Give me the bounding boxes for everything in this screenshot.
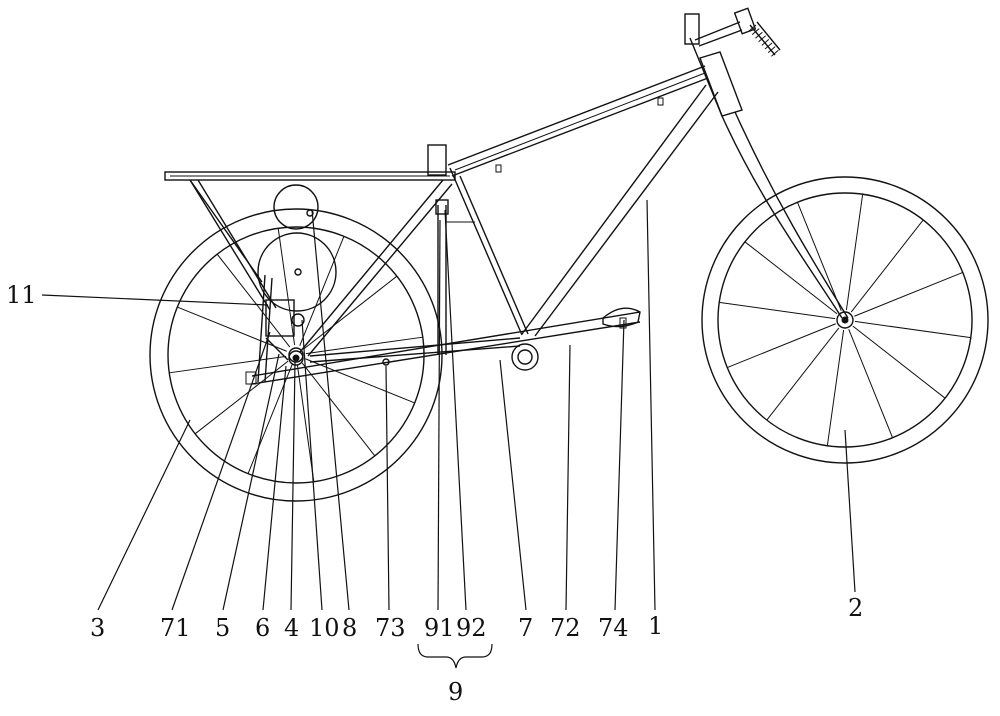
label-8: 8 [342, 614, 357, 642]
spoke [177, 306, 287, 352]
label-3: 3 [90, 614, 105, 642]
spoke [744, 241, 838, 315]
label-5: 5 [215, 614, 230, 642]
pedal-lever [251, 307, 641, 385]
label-72: 72 [550, 614, 581, 642]
spoke [850, 219, 924, 313]
spoke [766, 327, 840, 421]
spoke [796, 202, 842, 311]
spoke [305, 358, 415, 404]
spoke [854, 320, 971, 339]
grip-hatch [755, 31, 763, 39]
label-74: 74 [598, 614, 629, 642]
spoke [303, 275, 398, 350]
label-10: 10 [309, 614, 340, 642]
spoke [826, 329, 845, 446]
reference-labels: 2 1 11 3 71 5 6 4 10 8 73 91 92 7 72 74 … [6, 281, 863, 706]
label-1: 1 [648, 612, 663, 640]
label-73: 73 [375, 614, 406, 642]
grip-hatch [764, 42, 773, 50]
spoke [296, 364, 315, 482]
label-4: 4 [284, 614, 299, 642]
label-71: 71 [160, 614, 191, 642]
spoke [169, 355, 287, 374]
label-11: 11 [6, 281, 37, 309]
spoke [852, 325, 946, 399]
label-6: 6 [255, 614, 270, 642]
grip-hatch [761, 39, 770, 46]
spoke [216, 253, 291, 348]
rear-rack [164, 171, 456, 311]
leader-lines [41, 199, 856, 669]
spoke [299, 236, 345, 346]
label-92: 92 [456, 614, 487, 642]
grip-hatch [748, 24, 757, 32]
spoke [719, 301, 836, 320]
grip-hatch [771, 49, 779, 57]
spoke [301, 362, 376, 457]
front-wheel [701, 176, 989, 464]
label-9: 9 [448, 678, 463, 706]
label-7: 7 [518, 614, 533, 642]
grip-hatch [767, 46, 776, 53]
label-91: 91 [424, 614, 455, 642]
spoke [727, 323, 836, 369]
grip-hatch [758, 35, 766, 43]
spoke [854, 271, 963, 317]
spoke [848, 329, 894, 438]
spoke [277, 228, 296, 346]
grip-hatch [751, 28, 760, 35]
spoke [845, 194, 864, 311]
bicycle-frame [299, 7, 849, 371]
label-2: 2 [848, 594, 863, 622]
